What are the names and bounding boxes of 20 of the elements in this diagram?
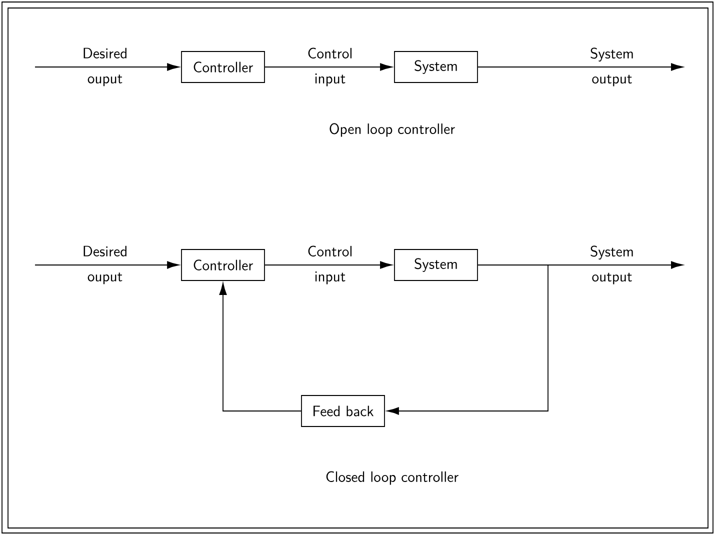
block-box: Feed back xyxy=(301,395,385,427)
edge-label: Desired ouput xyxy=(84,246,126,284)
edge-label: Desired ouput xyxy=(84,48,126,86)
arrow xyxy=(264,63,392,71)
block-box: System xyxy=(394,249,478,281)
arrow xyxy=(34,63,180,71)
edge-label: System output xyxy=(590,48,633,86)
block-box: Controller xyxy=(181,51,265,83)
caption: Open loop controller xyxy=(330,123,455,137)
arrow xyxy=(264,261,392,269)
arrow xyxy=(219,282,302,412)
arrow xyxy=(34,261,180,269)
block-box: Controller xyxy=(181,249,265,281)
caption: Closed loop controller xyxy=(326,471,458,485)
block-box: System xyxy=(394,51,478,83)
edge-label: Control input xyxy=(308,246,352,284)
arrow xyxy=(386,264,548,415)
edge-label: Control input xyxy=(308,48,352,86)
arrow xyxy=(478,63,684,71)
edge-label: System output xyxy=(590,246,633,284)
